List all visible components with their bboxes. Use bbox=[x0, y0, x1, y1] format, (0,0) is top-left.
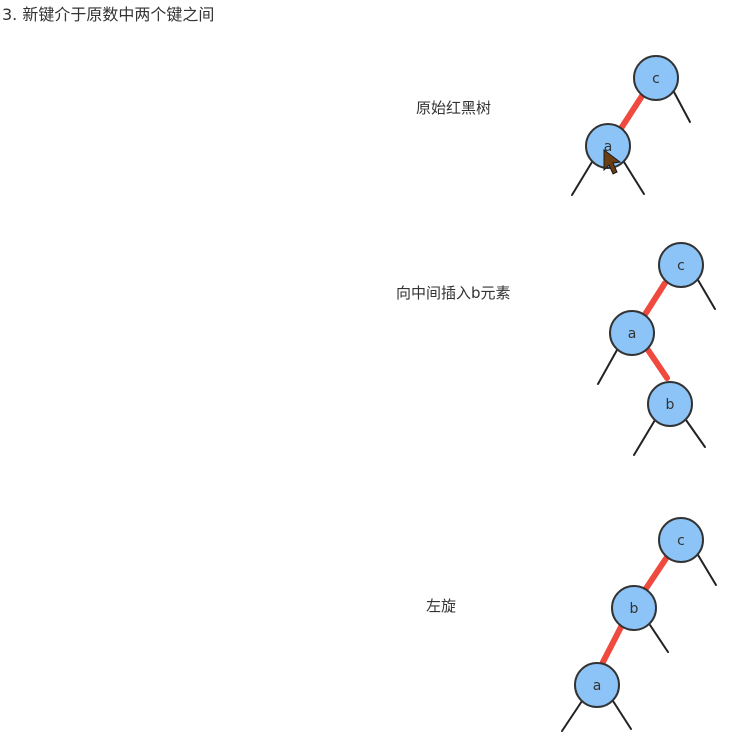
step2-red-link-c-a bbox=[641, 280, 668, 319]
step2-red-link-a-b bbox=[645, 347, 670, 381]
step1-node-a-label: a bbox=[604, 139, 613, 155]
step1-c-right-link bbox=[673, 91, 691, 123]
step2-node-c-label: c bbox=[677, 258, 685, 274]
step3-red-link-c-b bbox=[642, 554, 670, 593]
step2-node-a: a bbox=[609, 310, 655, 356]
step1-node-c: c bbox=[633, 55, 679, 101]
step3-b-right-link bbox=[649, 624, 669, 653]
step2-node-a-label: a bbox=[628, 326, 637, 342]
step1-a-right-link bbox=[623, 161, 645, 195]
step2-b-right-link bbox=[685, 419, 706, 448]
step2-b-left-link bbox=[633, 419, 656, 456]
section-heading: 3. 新键介于原数中两个键之间 bbox=[2, 5, 215, 24]
step1-red-link-c-a bbox=[617, 93, 645, 133]
step1-a-left-link bbox=[571, 161, 593, 196]
step3-node-a: a bbox=[574, 662, 620, 708]
step3-label: 左旋 bbox=[426, 597, 457, 615]
step2-c-right-link bbox=[697, 279, 716, 310]
step1-tree: c a bbox=[571, 55, 691, 196]
step2-node-b-label: b bbox=[666, 397, 675, 413]
step3-a-right-link bbox=[612, 700, 632, 730]
step3-tree: c b a bbox=[561, 517, 717, 732]
cursor-icon bbox=[603, 149, 622, 175]
step3-a-left-link bbox=[561, 700, 583, 732]
step2-node-b: b bbox=[647, 381, 693, 427]
step2-tree: c a b bbox=[597, 242, 716, 456]
step2-label: 向中间插入b元素 bbox=[396, 284, 511, 302]
step1-label: 原始红黑树 bbox=[416, 99, 492, 117]
step3-node-a-label: a bbox=[593, 678, 602, 694]
step2-a-left-link bbox=[597, 349, 618, 385]
step1-node-c-label: c bbox=[652, 71, 660, 87]
step3-red-link-b-a bbox=[600, 622, 625, 665]
step2-node-c: c bbox=[658, 242, 704, 288]
step3-node-b-label: b bbox=[630, 601, 639, 617]
step3-c-right-link bbox=[697, 554, 717, 586]
step3-node-c-label: c bbox=[677, 533, 685, 549]
step1-node-a: a bbox=[585, 123, 631, 169]
step3-node-b: b bbox=[611, 585, 657, 631]
step3-node-c: c bbox=[658, 517, 704, 563]
